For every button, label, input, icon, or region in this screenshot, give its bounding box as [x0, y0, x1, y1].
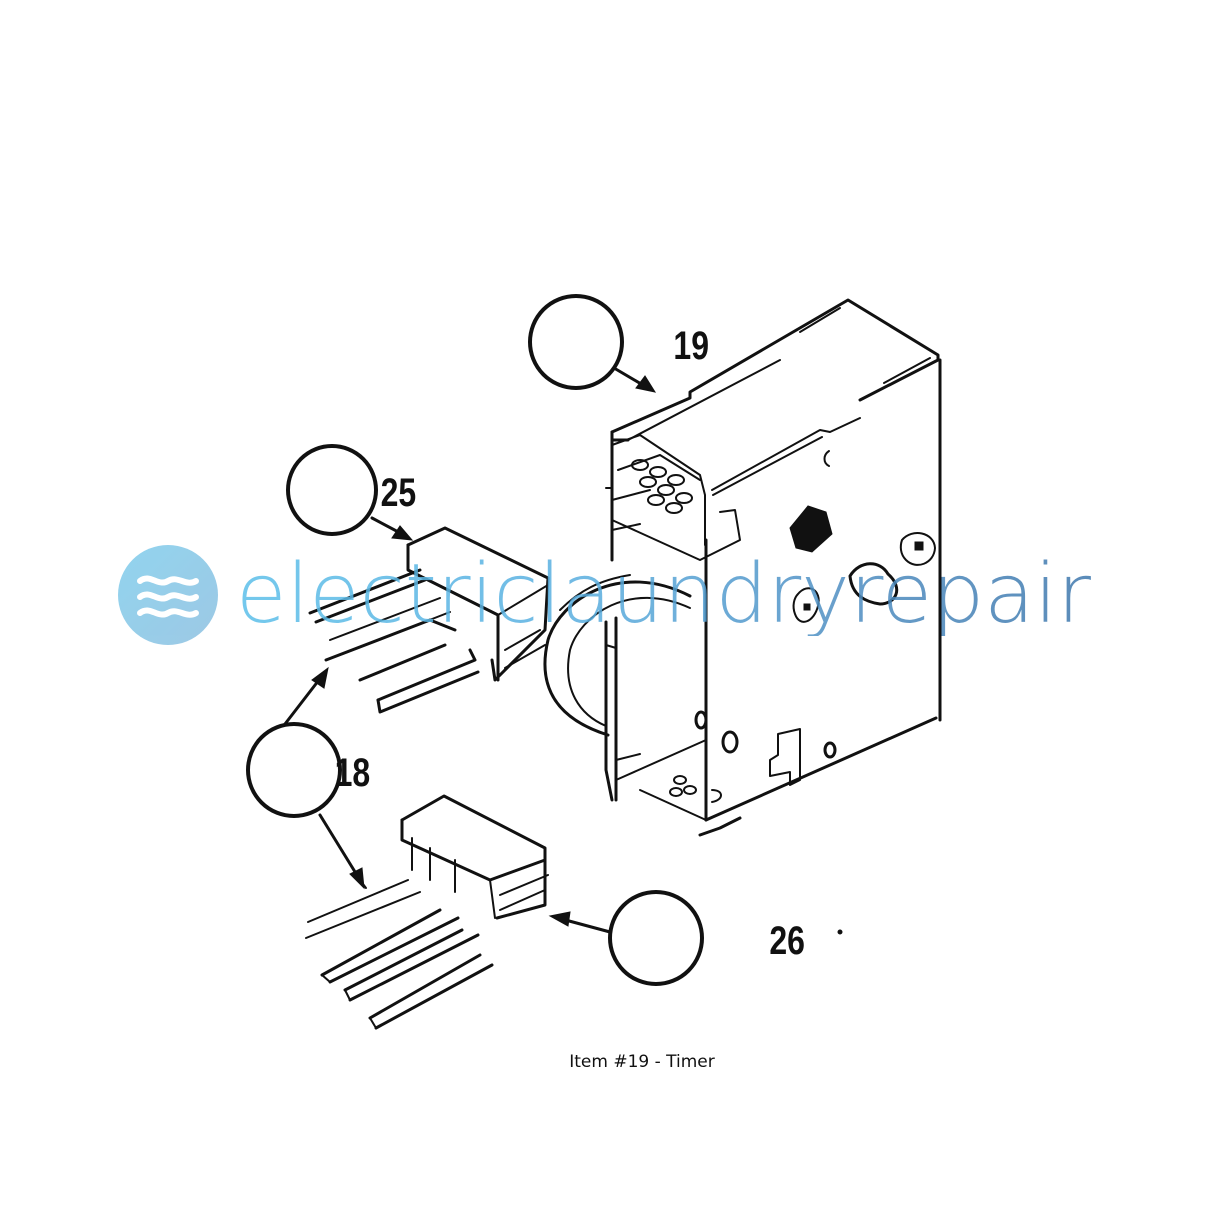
timer-motor-drum: [543, 580, 692, 802]
upper-connector-25: [308, 526, 631, 714]
timer-body: [543, 298, 942, 935]
callout-19-label: 19: [673, 322, 709, 367]
callout-25: 25: [286, 444, 417, 541]
item-caption: Item #19 - Timer: [569, 1052, 715, 1072]
timer-face-features: [694, 450, 936, 786]
callout-26: 26: [548, 890, 805, 986]
lower-connector-26: [305, 794, 549, 1030]
terminal-block-bottom: [615, 739, 722, 821]
callout-18: 18: [246, 666, 371, 890]
terminal-block-top: [605, 434, 741, 561]
callout-26-label: 26: [769, 917, 805, 962]
callout-18-label: 18: [335, 749, 371, 794]
callout-25-label: 25: [381, 469, 417, 514]
callout-19: 19: [528, 294, 709, 393]
